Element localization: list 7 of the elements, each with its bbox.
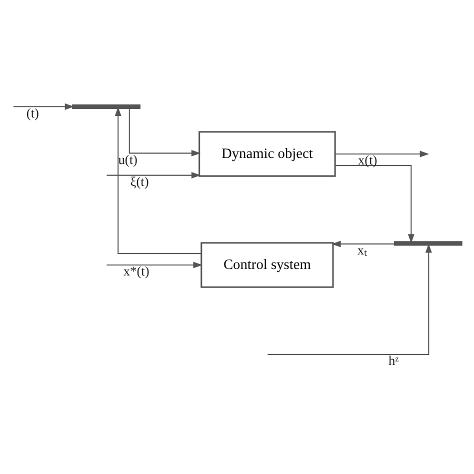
edge-label: hᶻ <box>388 353 399 368</box>
edge-label: x(t) <box>358 152 378 168</box>
edge-label: x*(t) <box>123 264 150 279</box>
edge-label: u(t) <box>118 152 138 167</box>
edge-label: xₜ <box>357 242 368 258</box>
edge-label: ξ(t) <box>130 174 149 189</box>
edge-label: (t) <box>26 105 40 120</box>
